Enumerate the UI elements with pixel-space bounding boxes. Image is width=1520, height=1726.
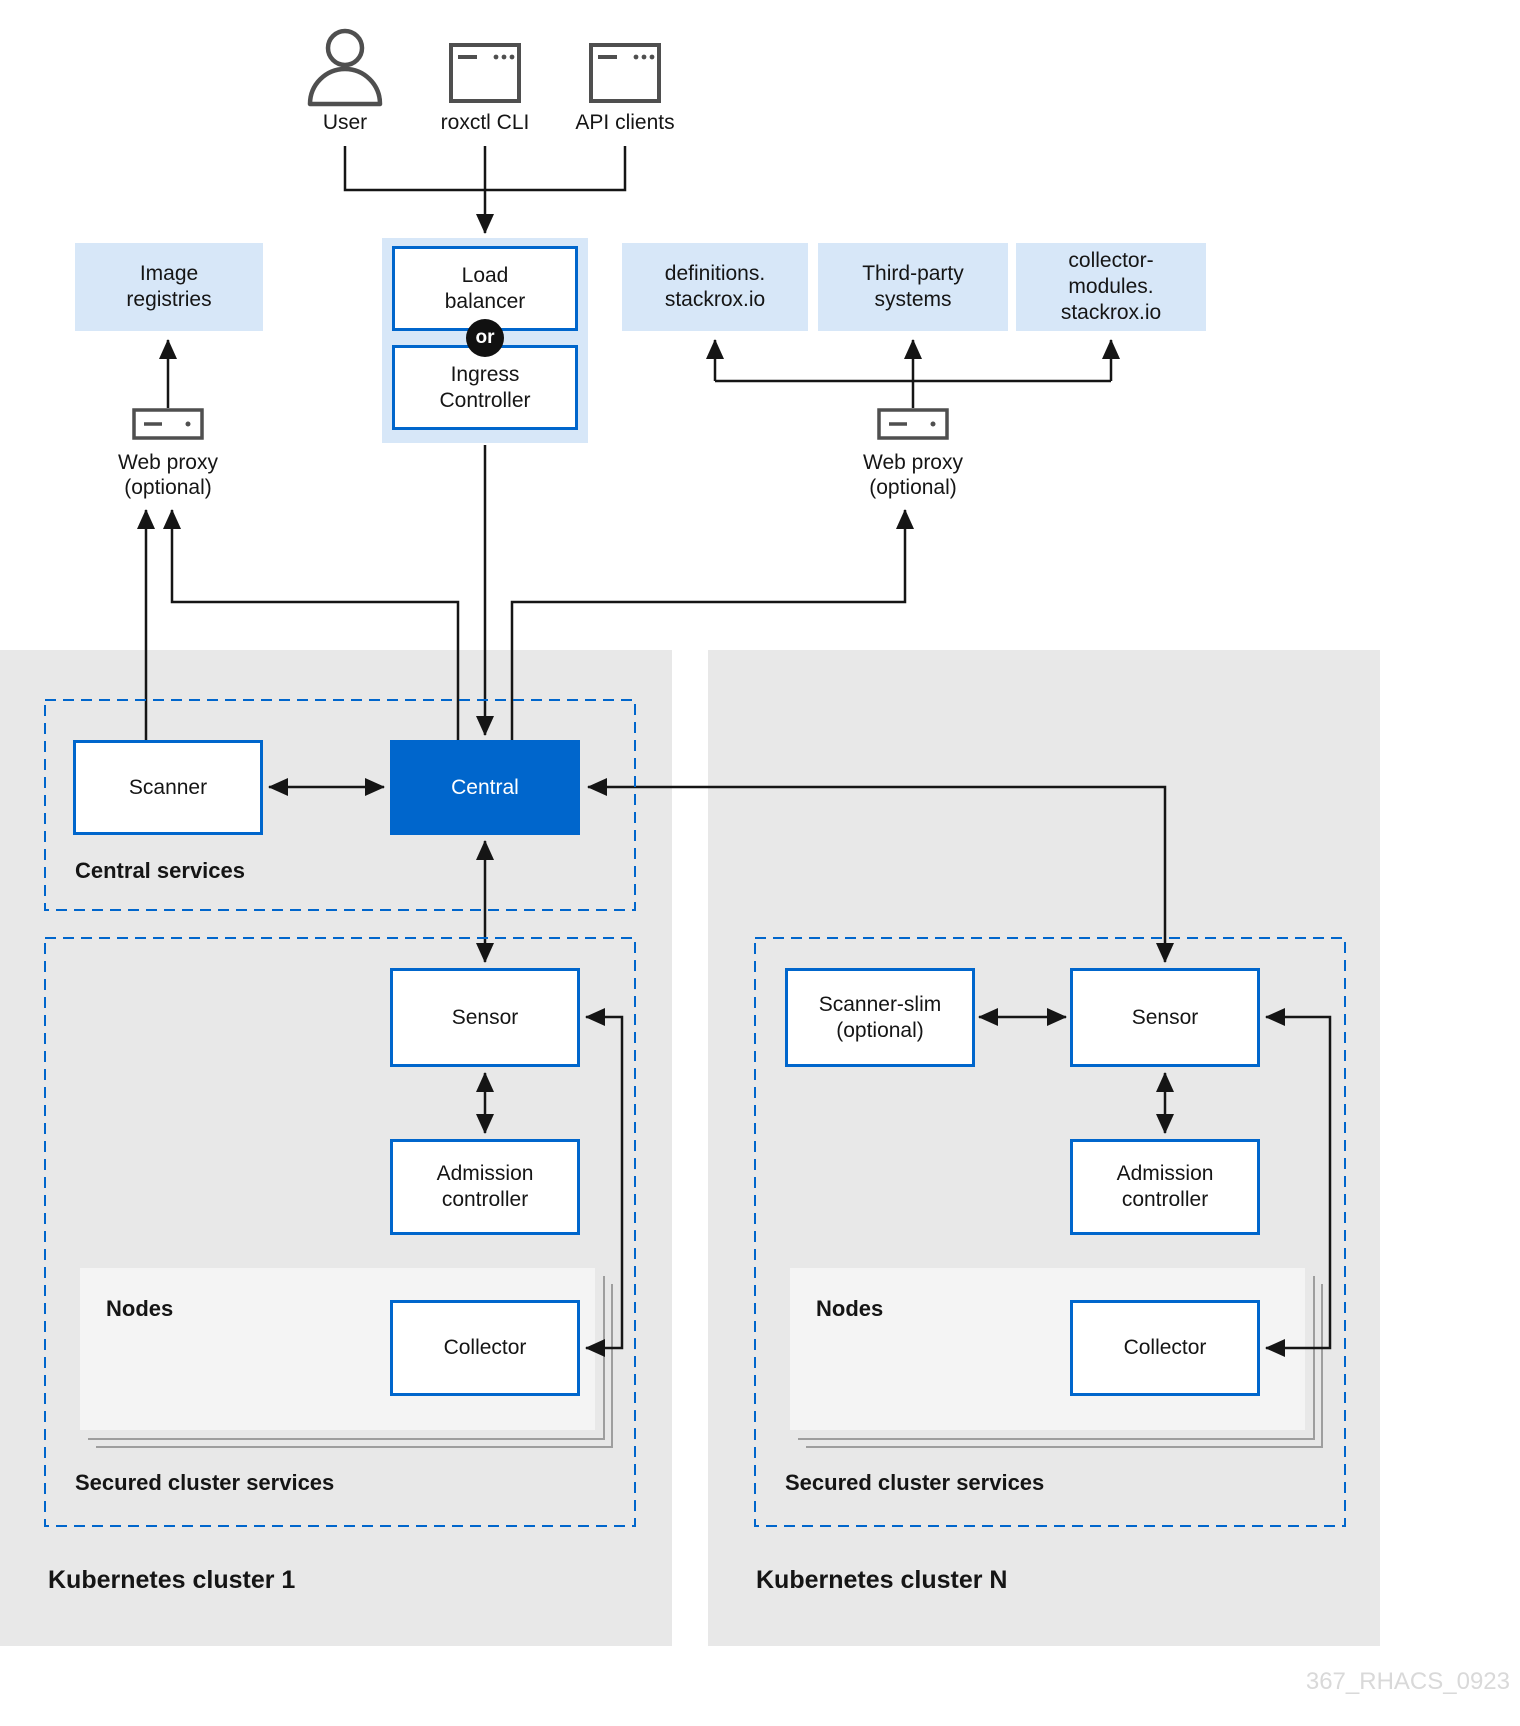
definitions-stackrox-box: definitions. stackrox.io xyxy=(622,243,808,331)
terminal-window-icon xyxy=(589,43,661,103)
web-proxy-left-label: Web proxy (optional) xyxy=(98,450,238,500)
scanner-slim-line2: (optional) xyxy=(836,1018,924,1042)
kubernetes-cluster-n-panel xyxy=(708,650,1380,1646)
ingress-controller-line2: Controller xyxy=(439,388,531,412)
user-person-icon xyxy=(307,28,383,107)
scanner-box: Scanner xyxy=(73,740,263,835)
web-proxy-right-label-line2: (optional) xyxy=(869,476,957,499)
collector-modules-line3: stackrox.io xyxy=(1060,301,1162,324)
image-registries-line2: registries xyxy=(126,288,212,311)
ingress-controller-box: Ingress Controller xyxy=(392,345,578,430)
sensor-box-cluster-n: Sensor xyxy=(1070,968,1260,1067)
kubernetes-cluster-n-title: Kubernetes cluster N xyxy=(756,1566,1008,1594)
connector-clients-bus xyxy=(343,146,627,192)
definitions-line1: definitions. xyxy=(664,262,766,285)
admission-controller-box-cluster-n: Admission controller xyxy=(1070,1139,1260,1235)
admission-controller-line2: controller xyxy=(441,1188,529,1211)
third-party-systems-box: Third-party systems xyxy=(818,243,1008,331)
admission-controller-box-cluster-1: Admission controller xyxy=(390,1139,580,1235)
admission-controller-line2: controller xyxy=(1121,1188,1209,1211)
load-balancer-line1: Load xyxy=(461,263,509,287)
ingress-controller-line1: Ingress xyxy=(450,362,520,386)
collector-modules-line2: modules. xyxy=(1068,275,1154,298)
web-proxy-right-label: Web proxy (optional) xyxy=(843,450,983,500)
scanner-slim-box: Scanner-slim (optional) xyxy=(785,968,975,1067)
terminal-window-icon xyxy=(449,43,521,103)
collector-modules-box: collector- modules. stackrox.io xyxy=(1016,243,1206,331)
third-party-line2: systems xyxy=(874,288,952,311)
image-registries-box: Image registries xyxy=(75,243,263,331)
secured-cluster-services-label-cluster-n: Secured cluster services xyxy=(785,1470,1045,1495)
central-box: Central xyxy=(390,740,580,835)
image-registries-line1: Image xyxy=(139,262,199,285)
user-label: User xyxy=(322,111,368,134)
third-party-line1: Third-party xyxy=(862,262,964,285)
load-balancer-line2: balancer xyxy=(444,289,526,313)
or-badge: or xyxy=(466,319,504,357)
web-proxy-left-label-line1: Web proxy xyxy=(118,451,218,474)
roxctl-cli-label: roxctl CLI xyxy=(440,111,530,134)
api-clients-label: API clients xyxy=(575,111,675,134)
load-balancer-box: Load balancer xyxy=(392,246,578,331)
scanner-slim-line1: Scanner-slim xyxy=(818,992,942,1016)
collector-box-cluster-n: Collector xyxy=(1070,1300,1260,1396)
kubernetes-cluster-1-title: Kubernetes cluster 1 xyxy=(48,1566,296,1594)
collector-box-cluster-1: Collector xyxy=(390,1300,580,1396)
nodes-label-cluster-1: Nodes xyxy=(106,1296,174,1321)
admission-controller-line1: Admission xyxy=(1116,1162,1214,1185)
secured-cluster-services-label-cluster-1: Secured cluster services xyxy=(75,1470,335,1495)
web-proxy-right-label-line1: Web proxy xyxy=(863,451,963,474)
proxy-server-icon xyxy=(877,408,949,440)
web-proxy-left-label-line2: (optional) xyxy=(124,476,212,499)
admission-controller-line1: Admission xyxy=(436,1162,534,1185)
collector-modules-line1: collector- xyxy=(1068,249,1154,272)
central-services-label: Central services xyxy=(75,858,245,883)
sensor-box-cluster-1: Sensor xyxy=(390,968,580,1067)
proxy-server-icon xyxy=(132,408,204,440)
definitions-line2: stackrox.io xyxy=(664,288,766,311)
figure-watermark: 367_RHACS_0923 xyxy=(1305,1668,1510,1695)
nodes-label-cluster-n: Nodes xyxy=(816,1296,884,1321)
